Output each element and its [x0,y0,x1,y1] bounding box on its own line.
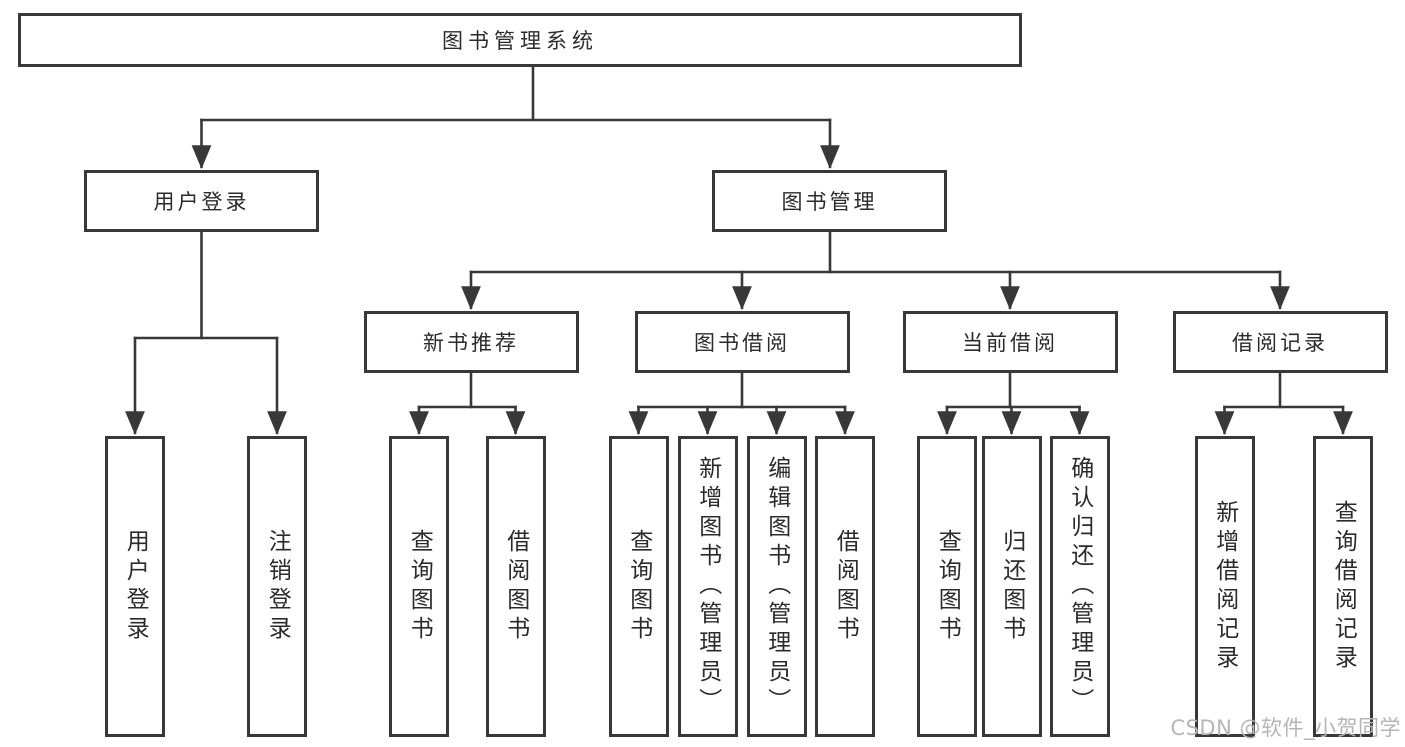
leaf-current-confirm-return-admin-label: 确认归还（管理员） [1066,456,1093,717]
connector-records-to-leaves [1214,373,1353,435]
connector-recommend-to-leaves [409,373,526,435]
leaf-logout-label: 注销登录 [264,528,291,645]
leaf-logout: 注销登录 [247,436,307,737]
connector-current-to-leaves [937,373,1090,435]
leaf-current-query-books-label: 查询图书 [934,528,961,645]
connector-root-to-level2 [191,67,840,169]
leaf-recommend-borrow-books-label: 借阅图书 [502,528,529,645]
leaf-borrow-borrow-books-label: 借阅图书 [832,528,859,645]
watermark-text: CSDN @软件_小贺同学 [1170,716,1401,740]
leaf-current-return-books: 归还图书 [981,436,1042,737]
leaf-borrow-borrow-books: 借阅图书 [815,436,875,737]
node-current-borrowing: 当前借阅 [902,311,1118,373]
connector-mgmt-to-level3 [461,232,1290,310]
connector-login-to-leaves [125,232,287,435]
leaf-borrow-query-books-label: 查询图书 [625,528,652,645]
node-user-login: 用户登录 [84,170,319,232]
leaf-records-add-record: 新增借阅记录 [1194,436,1255,737]
leaf-recommend-query-books-label: 查询图书 [406,528,433,645]
leaf-borrow-add-books-admin-label: 新增图书（管理员） [694,456,721,717]
leaf-user-login: 用户登录 [105,436,165,737]
node-book-borrowing: 图书借阅 [634,311,850,373]
leaf-current-return-books-label: 归还图书 [998,528,1025,645]
leaf-borrow-edit-books-admin-label: 编辑图书（管理员） [763,456,790,717]
connector-borrow-to-leaves [628,373,855,435]
leaf-user-login-label: 用户登录 [122,528,149,645]
leaf-borrow-query-books: 查询图书 [608,436,669,737]
leaf-borrow-edit-books-admin: 编辑图书（管理员） [746,436,807,737]
node-book-management: 图书管理 [712,170,947,232]
node-borrowing-records: 借阅记录 [1172,311,1388,373]
node-library-system: 图书管理系统 [18,13,1022,67]
leaf-records-add-record-label: 新增借阅记录 [1211,499,1238,674]
leaf-current-confirm-return-admin: 确认归还（管理员） [1049,436,1110,737]
leaf-records-query-record-label: 查询借阅记录 [1330,499,1357,674]
node-new-book-recommend: 新书推荐 [363,311,579,373]
leaf-borrow-add-books-admin: 新增图书（管理员） [677,436,738,737]
leaf-current-query-books: 查询图书 [917,436,977,737]
leaf-records-query-record: 查询借阅记录 [1313,436,1373,737]
leaf-recommend-borrow-books: 借阅图书 [485,436,546,737]
leaf-recommend-query-books: 查询图书 [389,436,449,737]
